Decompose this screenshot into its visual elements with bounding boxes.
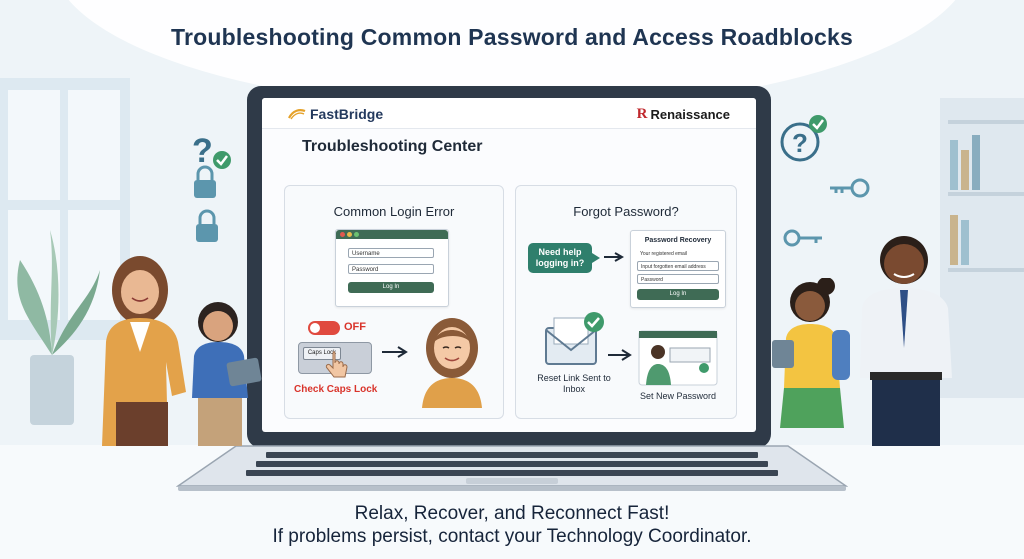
- svg-text:?: ?: [792, 128, 808, 158]
- toggle-state-label: OFF: [344, 321, 366, 333]
- question-icon: ?: [780, 122, 820, 162]
- password-recovery-window: Password Recovery Your registered email …: [630, 230, 726, 308]
- recovery-password-field[interactable]: Password: [637, 274, 719, 284]
- panel-title-forgot-password: Forgot Password?: [573, 204, 679, 219]
- envelope-icon: [545, 312, 604, 365]
- password-recovery-title: Password Recovery: [644, 237, 712, 244]
- set-new-password-window: [638, 330, 718, 386]
- check-icon: [213, 151, 231, 169]
- footer-tagline: Relax, Recover, and Reconnect Fast!: [354, 503, 670, 524]
- caps-lock-key[interactable]: Caps Lock: [303, 347, 341, 360]
- bubble-tail: [592, 253, 600, 263]
- student-boy-figure: [192, 302, 262, 446]
- student-girl-figure: [772, 278, 850, 428]
- laptop-keyboard-base: [176, 445, 848, 491]
- arrow-right-icon: [382, 346, 408, 358]
- reset-link-caption: Reset Link Sent to Inbox: [537, 373, 611, 394]
- window-titlebar: [336, 230, 448, 239]
- renaissance-logo: R Renaissance: [637, 106, 730, 123]
- caps-lock-toggle[interactable]: [308, 321, 340, 335]
- fastbridge-logo: FastBridge: [288, 106, 383, 122]
- screen-header: FastBridge R Renaissance: [262, 98, 756, 129]
- teacher-woman-figure: [102, 256, 186, 446]
- relieved-woman-avatar: [422, 318, 482, 408]
- renaissance-mark-icon: R: [636, 106, 648, 122]
- lock-icon: [194, 165, 216, 198]
- check-icon: [809, 115, 827, 133]
- login-button[interactable]: Log In: [348, 282, 434, 293]
- teacher-man-figure: [860, 236, 952, 446]
- set-new-password-caption: Set New Password: [639, 391, 717, 401]
- password-field[interactable]: Password: [348, 264, 434, 274]
- footer-contact-note: If problems persist, contact your Techno…: [272, 526, 752, 547]
- help-speech-bubble: Need help logging in?: [528, 243, 592, 273]
- fastbridge-swoosh-icon: [288, 109, 306, 120]
- key-icon: [830, 178, 870, 198]
- laptop-screen: FastBridge R Renaissance Troubleshooting…: [262, 98, 756, 432]
- left-floating-icons: ?: [192, 132, 231, 242]
- registered-email-label: Your registered email: [637, 249, 719, 259]
- arrow-right-icon: [608, 349, 632, 361]
- question-icon: ?: [192, 132, 213, 170]
- panel-title-login-error: Common Login Error: [333, 204, 455, 219]
- recovery-login-button[interactable]: Log In: [637, 289, 719, 300]
- login-window-mockup: Username Password Log In: [335, 229, 449, 307]
- svg-text:?: ?: [192, 132, 213, 170]
- right-floating-icons: ?: [780, 115, 870, 247]
- fastbridge-brand-text: FastBridge: [310, 106, 384, 122]
- page-title: Troubleshooting Common Password and Acce…: [171, 24, 853, 50]
- check-caps-lock-caption: Check Caps Lock: [294, 384, 378, 395]
- arrow-right-icon: [604, 252, 625, 262]
- username-field[interactable]: Username: [348, 248, 434, 258]
- forgotten-email-input[interactable]: Input forgotten email address: [637, 261, 719, 271]
- check-icon: [587, 317, 600, 328]
- cursor-hand-icon: [325, 351, 348, 378]
- lock-icon: [196, 209, 218, 242]
- key-icon: [783, 229, 822, 247]
- renaissance-brand-text: Renaissance: [650, 107, 731, 122]
- troubleshooting-center-heading: Troubleshooting Center: [302, 138, 483, 155]
